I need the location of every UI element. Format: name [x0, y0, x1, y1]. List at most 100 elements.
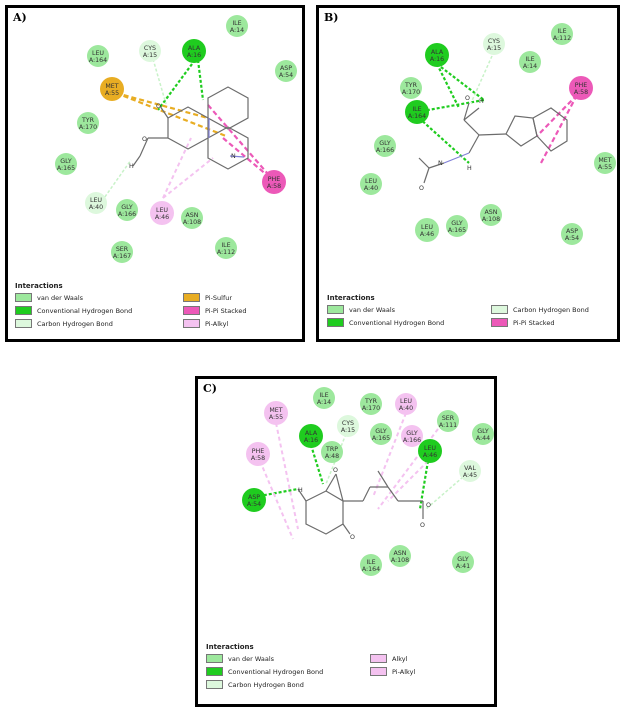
svg-text:ILE: ILE [525, 56, 534, 63]
svg-text:A:14: A:14 [230, 27, 244, 34]
residue-tyr-170: TYR A:170 [400, 77, 422, 99]
residue-ala-16: ALA A:16 [299, 424, 323, 448]
residue-leu-40: LEU A:40 [360, 173, 382, 195]
svg-text:GLY: GLY [121, 204, 133, 211]
legend-b: Interactions van der Waals Carbon Hydrog… [327, 294, 611, 327]
svg-text:A:44: A:44 [476, 435, 490, 442]
legend-item: Pi-Alkyl [183, 319, 293, 328]
svg-text:VAL: VAL [464, 465, 476, 472]
svg-text:A:58: A:58 [267, 183, 281, 190]
swatch-pialkyl [183, 319, 200, 328]
svg-text:LEU: LEU [365, 178, 377, 185]
svg-text:A:165: A:165 [57, 165, 75, 172]
svg-text:GLY: GLY [60, 158, 72, 165]
svg-text:A:165: A:165 [372, 435, 390, 442]
svg-text:ALA: ALA [305, 430, 318, 437]
svg-text:ILE: ILE [366, 559, 375, 566]
swatch-hbond [206, 667, 223, 676]
legend-item: Alkyl [370, 654, 480, 663]
legend-a: Interactions van der Waals Pi-Sulfur Con… [15, 282, 293, 328]
svg-text:A:166: A:166 [376, 147, 394, 154]
residue-asp-54: ASP A:54 [561, 223, 583, 245]
residue-cys-15: CYS A:15 [483, 33, 505, 55]
residue-leu-46: LEU A:46 [418, 439, 442, 463]
residue-met-55: MET A:55 [100, 77, 124, 101]
svg-text:TYR: TYR [81, 117, 95, 124]
swatch-hbond [15, 306, 32, 315]
svg-text:ALA: ALA [431, 49, 444, 56]
svg-text:A:16: A:16 [430, 56, 444, 63]
svg-text:CYS: CYS [144, 45, 156, 52]
svg-text:A:46: A:46 [420, 231, 434, 238]
ligand-structure [297, 470, 424, 535]
svg-text:A:165: A:165 [448, 227, 466, 234]
svg-text:A:40: A:40 [89, 204, 103, 211]
swatch-pipi [491, 318, 508, 327]
svg-text:LEU: LEU [400, 398, 412, 405]
residue-ser-111: SER A:111 [437, 410, 459, 432]
svg-text:A:58: A:58 [574, 89, 588, 96]
residue-leu-46: LEU A:46 [150, 201, 174, 225]
swatch-vdw [327, 305, 344, 314]
residue-cys-15: CYS A:15 [337, 415, 359, 437]
svg-text:GLY: GLY [457, 556, 469, 563]
residue-asn-108: ASN A:108 [181, 207, 203, 229]
svg-text:A:54: A:54 [247, 501, 261, 508]
legend-item: Carbon Hydrogen Bond [491, 305, 611, 314]
residue-gly-166: GLY A:166 [401, 425, 423, 447]
svg-text:A:108: A:108 [482, 216, 500, 223]
legend-title: Interactions [327, 294, 375, 302]
svg-text:A:48: A:48 [325, 453, 339, 460]
legend-item: Pi-Sulfur [183, 293, 293, 302]
svg-text:A:55: A:55 [105, 90, 119, 97]
residue-asp-54: ASP A:54 [275, 60, 297, 82]
swatch-chbond [15, 319, 32, 328]
swatch-vdw [15, 293, 32, 302]
legend-item: van der Waals [15, 293, 183, 302]
atom-label: O [156, 103, 161, 110]
svg-text:A:40: A:40 [364, 185, 378, 192]
svg-text:LEU: LEU [92, 50, 104, 57]
panel-label: B) [324, 11, 339, 24]
interaction-diagram-c: H O O O O ILE A:14 MET A:55 TYR A:170 LE… [242, 387, 494, 576]
residue-ser-167: SER A:167 [111, 241, 133, 263]
residue-ile-14: ILE A:14 [226, 15, 248, 37]
panel-b: B) O H N H O [316, 5, 620, 342]
svg-text:MET: MET [598, 157, 611, 164]
svg-text:A:167: A:167 [113, 253, 131, 260]
svg-text:ASP: ASP [248, 494, 260, 501]
interaction-lines [253, 412, 464, 540]
svg-text:A:15: A:15 [341, 427, 355, 434]
svg-text:SER: SER [442, 415, 455, 422]
atom-label: N [231, 153, 236, 160]
svg-text:A:164: A:164 [362, 566, 380, 573]
residue-ile-14: ILE A:14 [313, 387, 335, 409]
legend-item: Pi-Pi Stacked [491, 318, 611, 327]
svg-text:A:46: A:46 [423, 452, 437, 459]
svg-text:A:166: A:166 [118, 211, 136, 218]
residue-gly-166: GLY A:166 [374, 135, 396, 157]
atom-label: H [479, 98, 484, 105]
residue-gly-165: GLY A:165 [446, 215, 468, 237]
legend-item: van der Waals [327, 305, 491, 314]
legend-item: Conventional Hydrogen Bond [327, 318, 491, 327]
swatch-chbond [206, 680, 223, 689]
svg-text:A:46: A:46 [155, 214, 169, 221]
svg-text:ASN: ASN [185, 212, 198, 219]
svg-text:GLY: GLY [477, 428, 489, 435]
residue-ala-16: ALA A:16 [182, 39, 206, 63]
panel-a: A) O O H N [5, 5, 305, 342]
residue-leu-46: LEU A:46 [415, 218, 439, 242]
residue-trp-48: TRP A:48 [321, 441, 343, 463]
legend-item: Pi-Pi Stacked [183, 306, 293, 315]
residue-ile-164: ILE A:164 [405, 100, 429, 124]
atom-label: H [298, 487, 303, 494]
svg-text:TRP: TRP [325, 446, 338, 453]
legend-item: Pi-Alkyl [370, 667, 480, 676]
ligand-structure [418, 102, 568, 184]
residue-phe-58: PHE A:58 [569, 76, 593, 100]
legend-c: Interactions van der Waals Alkyl Convent… [206, 643, 480, 689]
svg-text:A:15: A:15 [143, 52, 157, 59]
residue-asn-108: ASN A:108 [389, 545, 411, 567]
residue-ala-16: ALA A:16 [425, 43, 449, 67]
